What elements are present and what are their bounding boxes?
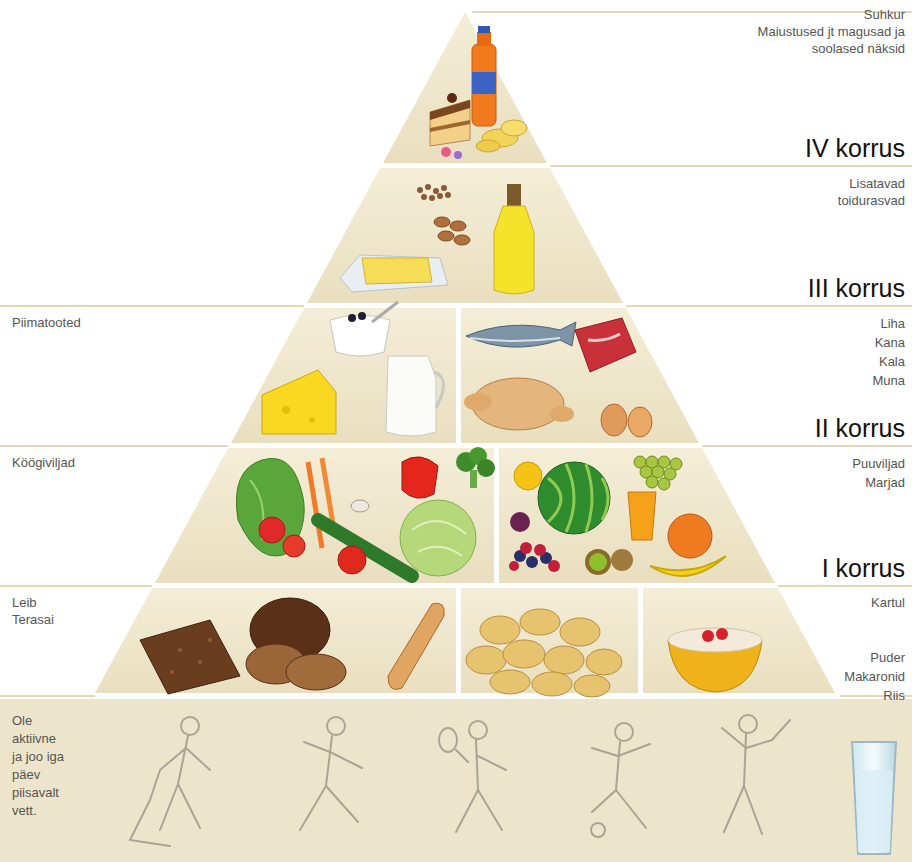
food-group-text: Köögiviljad	[12, 454, 75, 471]
food-group: LihaKanaKalaMuna	[872, 314, 905, 390]
food-group: PuderMakaronidRiis	[844, 648, 905, 705]
floor-label: III korrus	[808, 274, 905, 302]
food-group-text: Leib	[12, 594, 54, 611]
food-group-text: Puuviljad	[852, 454, 905, 473]
food-group: PuuviljadMarjad	[852, 454, 905, 492]
food-group-text: Suhkur	[755, 6, 905, 23]
food-group-text: Piimatooted	[12, 314, 81, 331]
food-group-text: Terasai	[12, 611, 54, 628]
food-group-text: Liha	[872, 314, 905, 333]
food-group-text: Lisatavad toidurasvad	[795, 175, 905, 209]
floor-label: II korrus	[815, 414, 905, 442]
activity-band: Ole aktiivne ja joo iga päev piisavalt v…	[12, 712, 66, 820]
floor-label: IV korrus	[805, 134, 905, 162]
food-group: Piimatooted	[12, 314, 81, 331]
food-group-text: Muna	[872, 371, 905, 390]
food-group: Lisatavad toidurasvad	[795, 175, 905, 209]
food-group-text: Makaronid	[844, 667, 905, 686]
food-group: Kartul	[871, 594, 905, 611]
floor-label: I korrus	[822, 554, 905, 582]
food-group: SuhkurMaiustused jt magusad ja soolased …	[755, 6, 905, 57]
food-group-text: Kala	[872, 352, 905, 371]
food-group-text: Kana	[872, 333, 905, 352]
food-group-text: Marjad	[852, 473, 905, 492]
food-group: Köögiviljad	[12, 454, 75, 471]
food-group-text: Kartul	[871, 594, 905, 611]
food-group: LeibTerasai	[12, 594, 54, 628]
food-group-text: Puder	[844, 648, 905, 667]
food-group-text: Maiustused jt magusad ja soolased näksid	[755, 23, 905, 57]
food-group-text: Ole aktiivne ja joo iga päev piisavalt v…	[12, 712, 66, 820]
food-group-text: Riis	[844, 686, 905, 705]
